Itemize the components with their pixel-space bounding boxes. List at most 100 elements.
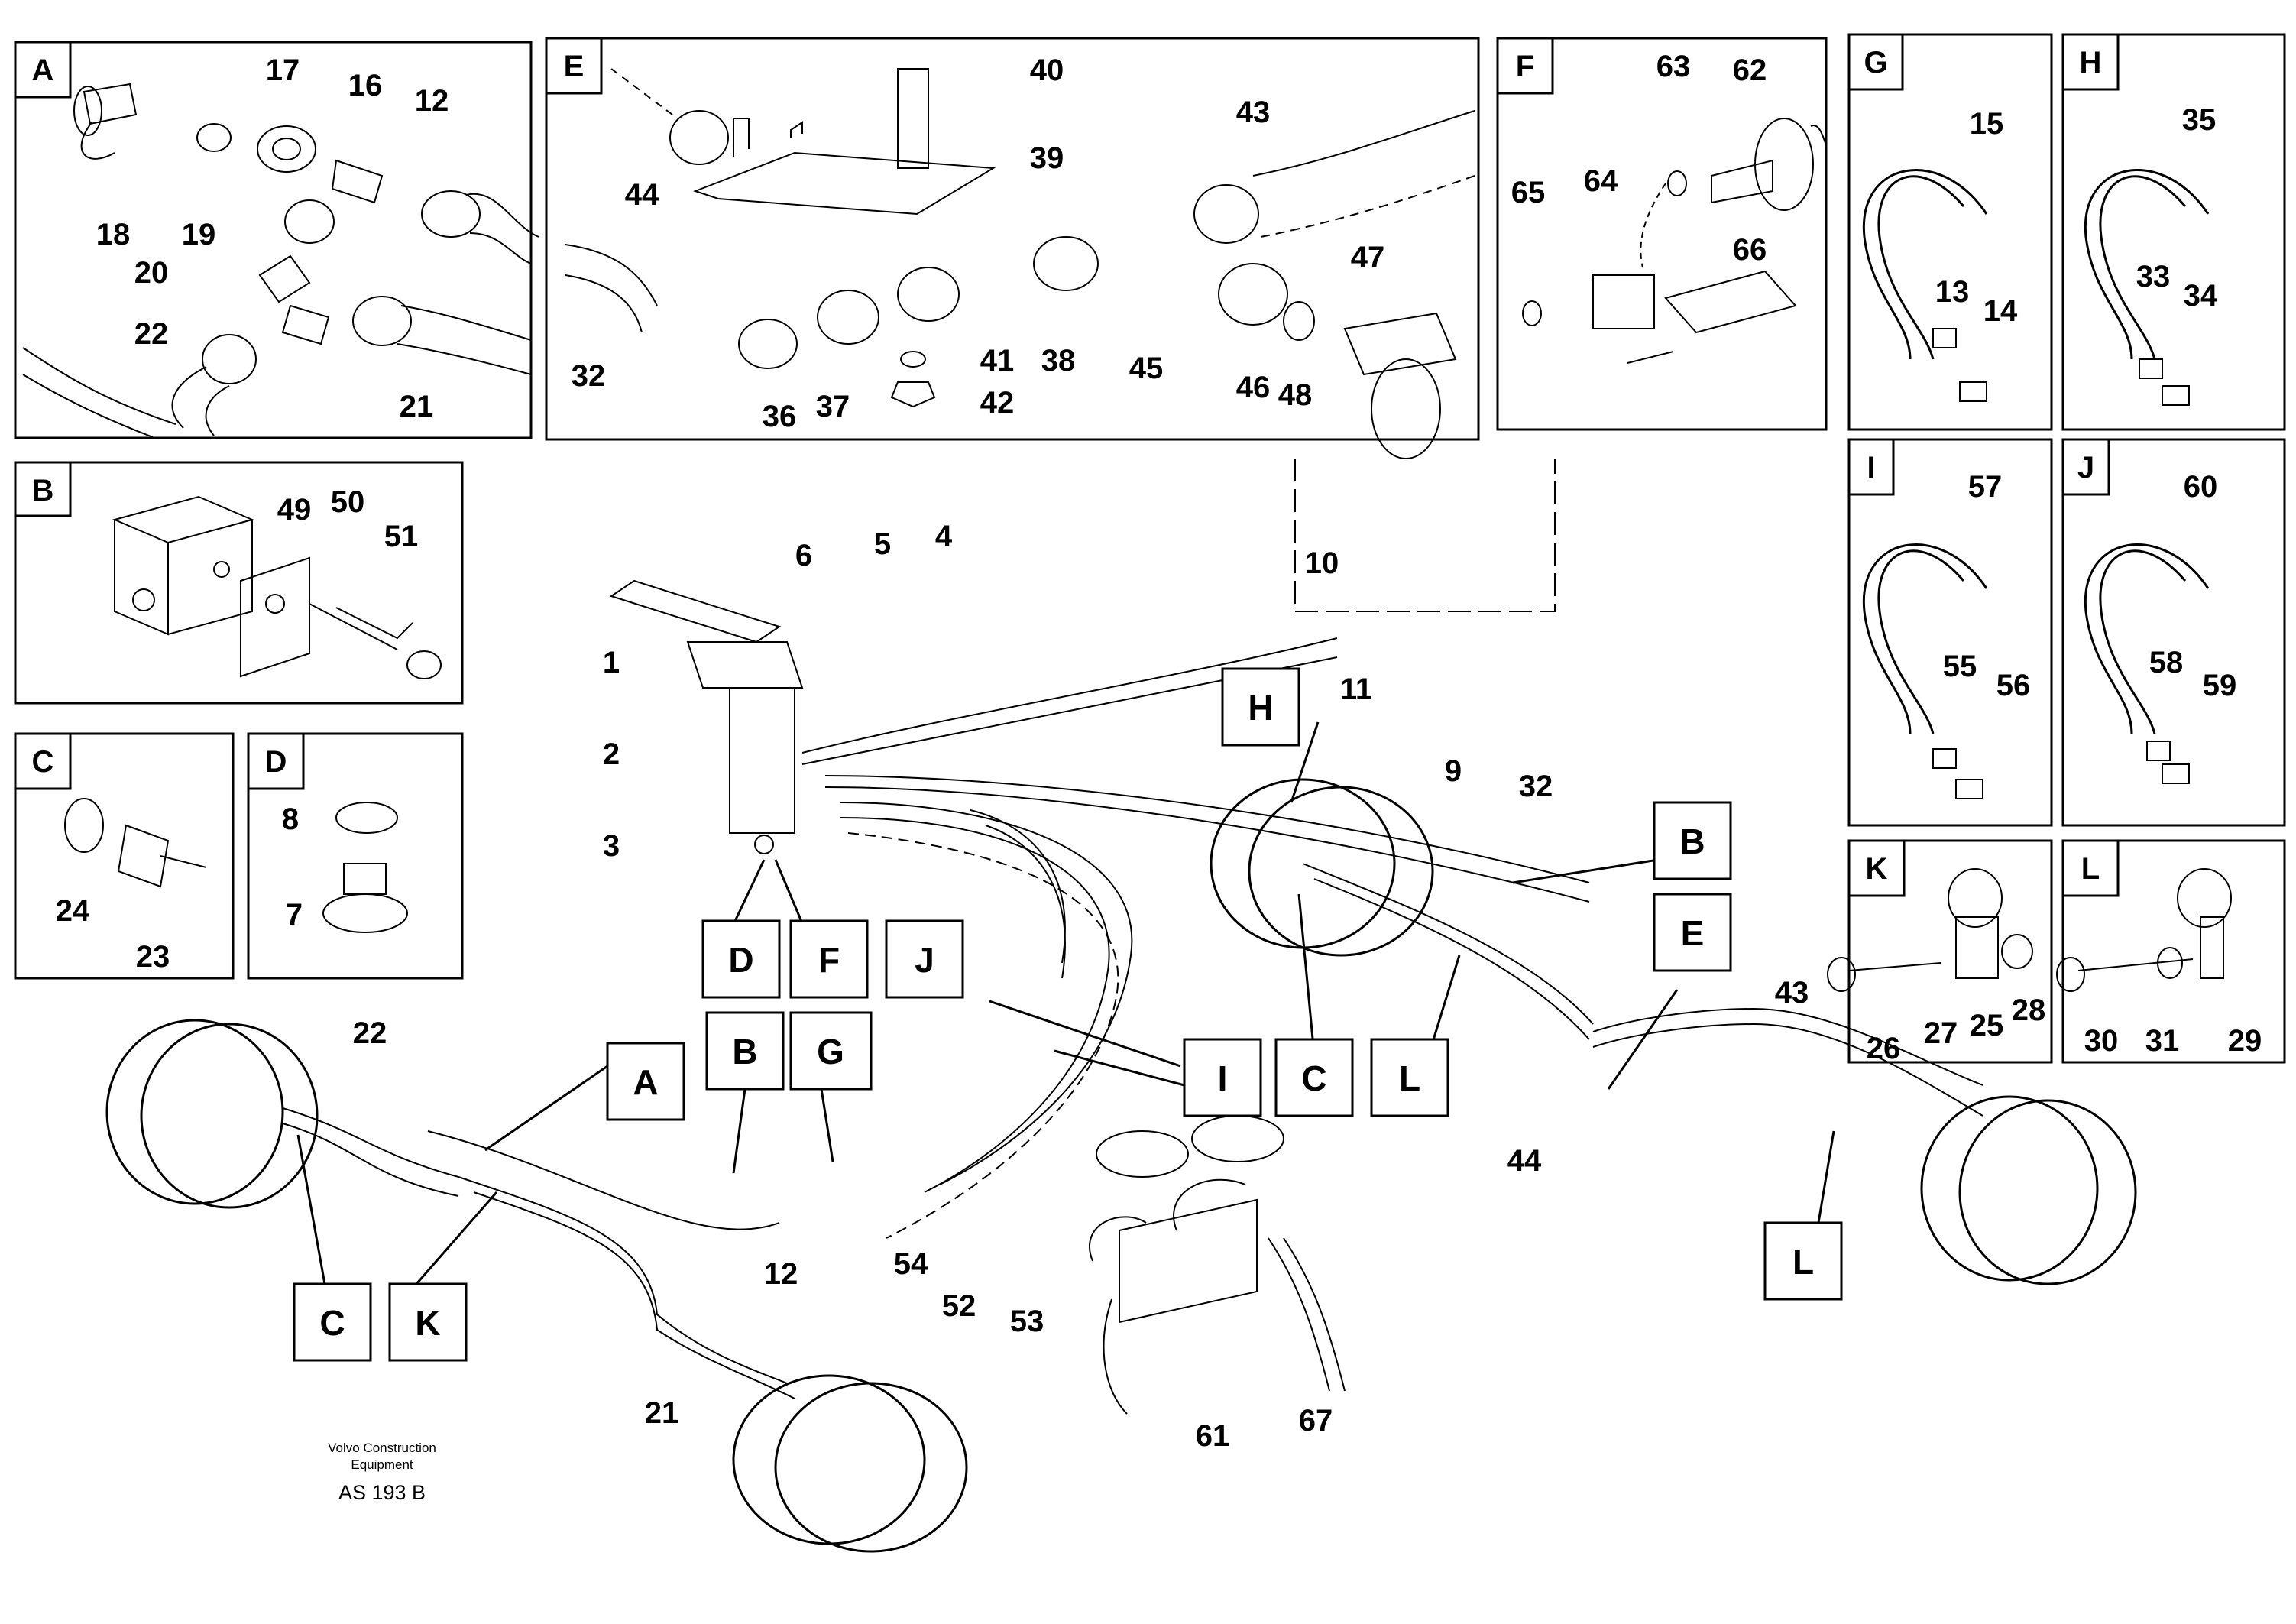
part-number-labels: 17 16 12 18 19 20 22 21 49 50 51 24 23 8… xyxy=(56,50,2262,1453)
panel-tab-a xyxy=(14,41,72,99)
part-label-52: 52 xyxy=(942,1289,976,1323)
callout-label-h: H xyxy=(1248,688,1273,728)
callout-box-f xyxy=(789,919,869,999)
part-label-67: 67 xyxy=(1299,1404,1333,1438)
panel-c-d-parts xyxy=(64,798,408,933)
panel-label-d: D xyxy=(265,745,287,779)
part-label-32: 32 xyxy=(1519,770,1553,803)
part-label-32-e: 32 xyxy=(572,359,606,393)
part-label-65: 65 xyxy=(1511,176,1546,209)
part-label-62: 62 xyxy=(1733,53,1767,87)
part-label-56: 56 xyxy=(1996,669,2031,702)
callout-label-b-upper: B xyxy=(1679,822,1705,861)
part-label-12-a: 12 xyxy=(415,84,449,118)
part-label-55: 55 xyxy=(1943,650,1977,683)
part-label-46: 46 xyxy=(1236,371,1271,404)
callout-box-a xyxy=(606,1042,685,1121)
part-label-18: 18 xyxy=(96,218,131,251)
callout-label-j: J xyxy=(915,940,934,980)
panel-letter-tabs: A B C D E F G H I J K L xyxy=(14,33,2120,897)
panel-f-switches xyxy=(1522,118,1827,364)
caption-company-line2: Equipment xyxy=(351,1457,413,1472)
part-label-26: 26 xyxy=(1867,1032,1901,1065)
part-label-2: 2 xyxy=(603,737,620,771)
panel-label-e: E xyxy=(564,50,585,83)
part-label-41: 41 xyxy=(980,344,1015,378)
main-callouts: A B G D F J I C L H B E C K L xyxy=(293,667,1843,1362)
caption-company: Volvo Construction xyxy=(328,1441,436,1455)
part-label-12: 12 xyxy=(764,1257,798,1291)
part-label-44: 44 xyxy=(1507,1144,1542,1178)
callout-box-d xyxy=(701,919,781,999)
part-label-57: 57 xyxy=(1968,470,2003,504)
panel-label-g: G xyxy=(1864,46,1887,79)
callout-box-c-left xyxy=(293,1282,372,1362)
part-label-63: 63 xyxy=(1656,50,1691,83)
part-label-61: 61 xyxy=(1196,1419,1230,1453)
callout-label-g: G xyxy=(817,1032,844,1071)
part-label-16: 16 xyxy=(348,69,383,102)
panel-label-l: L xyxy=(2081,852,2100,886)
part-label-36: 36 xyxy=(763,400,797,433)
panel-tab-f xyxy=(1496,37,1554,95)
callout-box-k xyxy=(388,1282,468,1362)
panel-label-c: C xyxy=(32,745,54,779)
part-label-50: 50 xyxy=(331,485,365,519)
part-label-44-e: 44 xyxy=(625,178,659,212)
part-label-14: 14 xyxy=(1983,294,2018,328)
part-label-22: 22 xyxy=(353,1016,387,1050)
callout-box-l-mid xyxy=(1370,1038,1449,1117)
part-label-21: 21 xyxy=(645,1396,679,1430)
part-label-53: 53 xyxy=(1010,1305,1044,1338)
part-label-6: 6 xyxy=(795,539,812,572)
callout-label-i: I xyxy=(1218,1058,1228,1098)
part-label-45: 45 xyxy=(1129,352,1164,385)
callout-label-l-right: L xyxy=(1792,1242,1814,1282)
panel-tab-j xyxy=(2061,438,2110,496)
callout-box-b-lower xyxy=(705,1011,785,1091)
part-label-43: 43 xyxy=(1775,976,1809,1010)
callout-label-e: E xyxy=(1681,913,1705,953)
panel-straps xyxy=(1862,169,2210,799)
panel-label-a: A xyxy=(32,53,54,87)
panel-tab-g xyxy=(1847,33,1904,91)
callout-box-c-right xyxy=(1274,1038,1354,1117)
part-label-38: 38 xyxy=(1041,344,1076,378)
part-label-5: 5 xyxy=(874,527,891,561)
part-label-42: 42 xyxy=(980,386,1015,420)
panel-frames xyxy=(14,33,2286,1064)
caption: Volvo Construction Equipment AS 193 B xyxy=(328,1441,436,1504)
part-label-15: 15 xyxy=(1970,107,2004,141)
part-label-1: 1 xyxy=(603,646,620,679)
part-label-28: 28 xyxy=(2012,994,2046,1027)
part-label-23: 23 xyxy=(136,940,170,974)
callout-label-a: A xyxy=(633,1062,658,1102)
part-label-64: 64 xyxy=(1584,164,1618,198)
callout-box-j xyxy=(885,919,964,999)
part-label-24: 24 xyxy=(56,894,90,928)
part-label-22-a: 22 xyxy=(134,317,169,351)
part-label-34: 34 xyxy=(2184,279,2218,313)
part-label-54: 54 xyxy=(894,1247,928,1281)
part-label-40: 40 xyxy=(1030,53,1064,87)
part-label-31: 31 xyxy=(2145,1024,2180,1058)
panel-tab-l xyxy=(2061,839,2120,897)
panel-tab-h xyxy=(2061,33,2120,91)
callout-label-d: D xyxy=(728,940,753,980)
part-label-60: 60 xyxy=(2184,470,2218,504)
callout-label-c-left: C xyxy=(319,1303,345,1343)
panel-tab-c xyxy=(14,732,72,790)
part-label-59: 59 xyxy=(2203,669,2237,702)
caption-code: AS 193 B xyxy=(338,1481,426,1504)
panel-k-l-clamps xyxy=(1827,868,2232,992)
callout-box-e xyxy=(1653,893,1732,972)
callout-label-c-right: C xyxy=(1301,1058,1326,1098)
panel-tab-i xyxy=(1847,438,1895,496)
callout-box-g xyxy=(789,1011,873,1091)
part-label-20: 20 xyxy=(134,256,169,290)
panel-a-fittings xyxy=(22,83,539,438)
callout-label-l-mid: L xyxy=(1399,1058,1420,1098)
part-label-48: 48 xyxy=(1278,378,1313,412)
main-assembly xyxy=(105,459,2137,1553)
